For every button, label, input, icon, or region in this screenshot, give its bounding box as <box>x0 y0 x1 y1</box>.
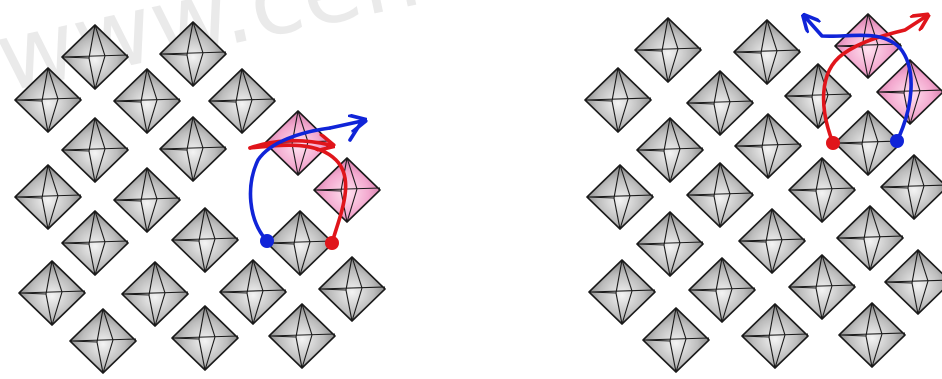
octahedron <box>637 212 703 276</box>
octahedron <box>689 258 755 322</box>
octahedron <box>734 20 800 84</box>
highlighted-octahedron <box>835 14 901 78</box>
octahedron <box>785 64 851 128</box>
octahedron <box>269 304 335 368</box>
octahedron <box>15 165 81 229</box>
octahedron <box>267 211 333 275</box>
octahedron <box>114 168 180 232</box>
octahedron <box>209 69 275 133</box>
octahedron <box>837 206 903 270</box>
blue-start-dot <box>260 234 274 248</box>
octahedron <box>739 209 805 273</box>
octahedron <box>160 117 226 181</box>
octahedron <box>881 155 942 219</box>
octahedron <box>220 260 286 324</box>
octahedron <box>635 18 701 82</box>
octahedron <box>885 250 942 314</box>
octahedron <box>62 211 128 275</box>
octahedron <box>172 208 238 272</box>
octahedron <box>589 260 655 324</box>
blue-start-dot <box>890 134 904 148</box>
octahedron <box>585 68 651 132</box>
octahedron <box>735 114 801 178</box>
octahedron <box>789 255 855 319</box>
octahedron <box>687 163 753 227</box>
octahedron <box>62 118 128 182</box>
octahedron <box>122 262 188 326</box>
octahedron <box>319 257 385 321</box>
octahedron <box>643 308 709 372</box>
red-start-dot <box>826 136 840 150</box>
octahedron <box>19 261 85 325</box>
octahedron <box>789 158 855 222</box>
octahedron <box>587 165 653 229</box>
right-lattice-panel <box>585 14 942 372</box>
octahedron <box>172 306 238 370</box>
octahedron <box>637 118 703 182</box>
octahedron <box>687 71 753 135</box>
red-start-dot <box>325 236 339 250</box>
octahedron <box>70 309 136 373</box>
octahedron <box>742 304 808 368</box>
octahedron <box>839 303 905 367</box>
